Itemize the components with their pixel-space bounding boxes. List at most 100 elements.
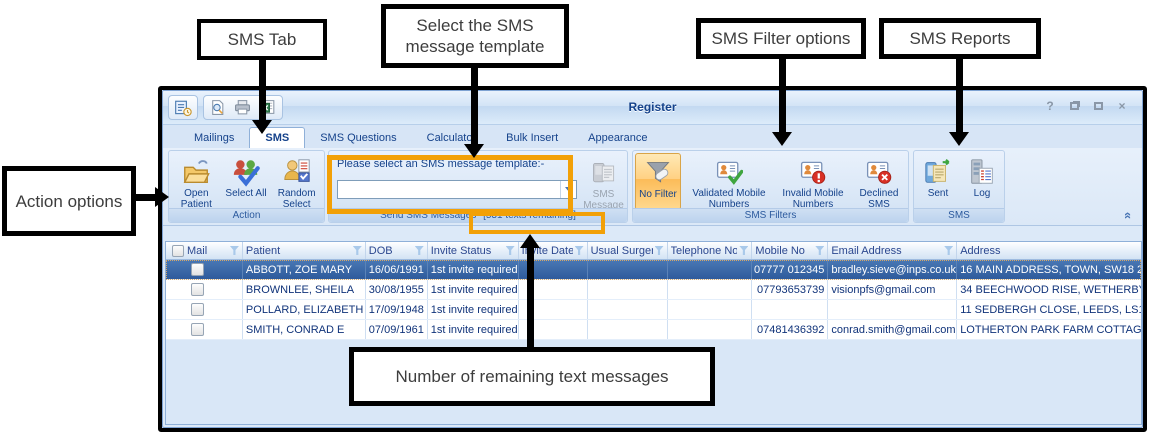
no-filter-icon — [646, 162, 670, 183]
validated-mobile-icon — [716, 161, 743, 185]
ribbon-group-action: Open Patient Select All — [168, 150, 325, 223]
column-header-address[interactable]: Address — [960, 244, 1001, 257]
filter-funnel-icon[interactable] — [574, 246, 584, 255]
invalid-mobile-icon — [800, 161, 826, 184]
arrow-head-action — [155, 187, 169, 207]
arrow-head-remaining — [520, 234, 540, 248]
sms-template-input[interactable] — [338, 181, 560, 198]
printer-icon — [235, 100, 251, 115]
callout-remaining-messages: Number of remaining text messages — [349, 347, 715, 406]
tab-mailings[interactable]: Mailings — [194, 131, 235, 144]
select-all-icon — [233, 160, 260, 187]
column-header-patient[interactable]: Patient — [243, 242, 366, 259]
arrow-head-filter — [772, 132, 792, 146]
sms-template-combobox[interactable] — [337, 180, 577, 199]
arrow-line-action — [134, 194, 156, 201]
texts-remaining-count: [531 texts remaining] — [483, 210, 576, 221]
invalid-mobile-numbers-button[interactable]: Invalid Mobile Numbers — [773, 153, 853, 210]
maximize-button[interactable] — [1090, 99, 1106, 113]
arrow-line-reports — [956, 57, 963, 134]
tab-sms-questions[interactable]: SMS Questions — [320, 131, 397, 144]
select-all-checkbox[interactable] — [172, 244, 184, 257]
sent-icon — [925, 159, 950, 183]
close-icon: × — [1118, 99, 1126, 113]
group-footer-action: Action — [169, 208, 324, 222]
print-preview-icon — [212, 100, 224, 115]
column-header-usual-surgery[interactable]: Usual Surgery — [588, 242, 668, 259]
filter-funnel-icon[interactable] — [739, 246, 749, 255]
log-icon — [971, 159, 993, 184]
open-folder-icon — [183, 160, 211, 184]
callout-filter-options: SMS Filter options — [696, 18, 866, 59]
filter-funnel-icon[interactable] — [505, 246, 515, 255]
window-controls: ? × — [1042, 99, 1130, 113]
table-header-row: Mail Patient DOB Invite Status Invite Da… — [166, 242, 1141, 260]
table-row[interactable]: SMITH, CONRAD E 07/09/1961 1st invite re… — [166, 320, 1141, 340]
arrow-line-remaining — [527, 247, 534, 348]
row-checkbox[interactable] — [191, 303, 204, 316]
validated-mobile-numbers-button[interactable]: Validated Mobile Numbers — [685, 153, 773, 210]
register-form-icon — [175, 100, 192, 116]
sms-message-icon — [592, 162, 614, 183]
filter-funnel-icon[interactable] — [654, 246, 664, 255]
open-patient-button[interactable]: Open Patient — [172, 153, 220, 210]
sms-message-button[interactable]: SMS Message — [581, 154, 626, 211]
arrow-line-filter — [779, 57, 786, 134]
template-prompt: Please select an SMS message template:- — [337, 158, 545, 170]
collapse-ribbon-icon[interactable]: « — [1120, 211, 1136, 220]
help-button[interactable]: ? — [1046, 99, 1054, 113]
table-row[interactable]: ABBOTT, ZOE MARY 16/06/1991 1st invite r… — [166, 260, 1141, 280]
callout-template: Select the SMS message template — [381, 4, 569, 68]
print-preview-button[interactable] — [207, 97, 228, 118]
register-form-button[interactable] — [172, 97, 194, 118]
column-header-email[interactable]: Email Address — [828, 242, 958, 259]
random-select-icon — [283, 159, 310, 182]
filter-funnel-icon[interactable] — [229, 246, 239, 255]
filter-funnel-icon[interactable] — [944, 246, 954, 255]
column-header-mail[interactable]: Mail — [166, 242, 243, 259]
declined-sms-icon — [866, 161, 892, 184]
table-row[interactable]: POLLARD, ELIZABETH 17/09/1948 1st invite… — [166, 300, 1141, 320]
column-header-telephone[interactable]: Telephone No — [668, 242, 753, 259]
title-bar: Register ? × — [163, 91, 1142, 125]
column-header-dob[interactable]: DOB — [366, 242, 428, 259]
group-footer-send-sms: Send SMS Messages [531 texts remaining] — [329, 208, 627, 222]
arrow-line-template — [471, 66, 478, 146]
no-filter-button[interactable]: No Filter — [635, 153, 681, 210]
filter-funnel-icon[interactable] — [815, 246, 825, 255]
row-checkbox[interactable] — [191, 263, 204, 276]
select-all-button[interactable]: Select All — [223, 153, 269, 199]
restore-button[interactable] — [1066, 99, 1082, 113]
print-button[interactable] — [232, 97, 253, 118]
callout-sms-reports: SMS Reports — [879, 18, 1041, 59]
tab-calculator[interactable]: Calculator — [426, 131, 477, 144]
callout-sms-tab: SMS Tab — [197, 19, 327, 60]
tab-appearance[interactable]: Appearance — [588, 131, 648, 144]
column-header-mobile[interactable]: Mobile No — [752, 242, 829, 259]
column-header-invite-status[interactable]: Invite Status — [428, 242, 519, 259]
log-button[interactable]: Log — [962, 153, 1002, 199]
row-checkbox[interactable] — [191, 283, 204, 296]
tab-bulk-insert[interactable]: Bulk Insert — [506, 131, 559, 144]
close-button[interactable]: × — [1114, 99, 1130, 113]
ribbon-tab-bar: Mailings SMS SMS Questions Calculator Bu… — [163, 125, 1142, 148]
row-checkbox[interactable] — [191, 323, 204, 336]
ribbon-group-sms: Sent Log — [913, 150, 1005, 223]
sent-button[interactable]: Sent — [918, 153, 958, 199]
group-footer-sms-filters: SMS Filters — [633, 208, 908, 222]
random-select-button[interactable]: Random Select — [272, 153, 322, 210]
table-row[interactable]: BROWNLEE, SHEILA 30/08/1955 1st invite r… — [166, 280, 1141, 300]
callout-action-options: Action options — [2, 166, 136, 236]
group-footer-sms: SMS — [914, 208, 1004, 222]
window-title: Register — [628, 100, 677, 114]
arrow-head-template — [464, 144, 484, 158]
arrow-head-reports — [949, 132, 969, 146]
filter-funnel-icon[interactable] — [352, 246, 362, 255]
ribbon-group-send-sms: Please select an SMS message template:- … — [328, 150, 628, 223]
filter-funnel-icon[interactable] — [414, 246, 424, 255]
declined-sms-button[interactable]: Declined SMS — [853, 153, 905, 210]
arrow-line-sms-tab — [259, 58, 266, 121]
combo-dropdown-icon[interactable] — [560, 181, 576, 198]
restore-icon — [1069, 102, 1079, 110]
